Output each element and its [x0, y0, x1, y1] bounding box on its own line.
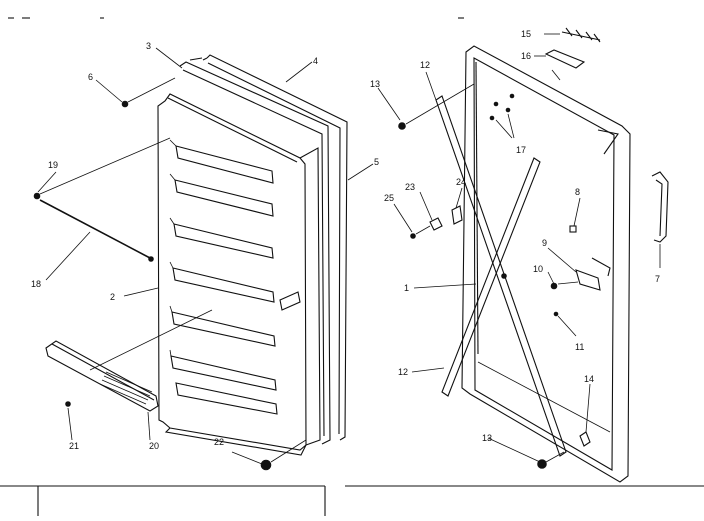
- callout-25: 25: [384, 193, 394, 203]
- callout-5: 5: [374, 157, 379, 167]
- brace-part-12: [435, 95, 567, 457]
- callout-11: 11: [575, 342, 584, 352]
- callout-15: 15: [521, 29, 531, 39]
- callout-12-bottom: 12: [398, 367, 408, 377]
- door-liner-part-3: [179, 57, 331, 445]
- callout-4: 4: [313, 56, 318, 66]
- callout-23: 23: [405, 182, 415, 192]
- bar-part-18: [39, 199, 154, 262]
- outer-door-part-1: [461, 45, 631, 483]
- clip-part-8: [569, 225, 577, 233]
- nut-part-22: [260, 439, 307, 471]
- leader-lines: [37, 33, 661, 465]
- callout-13-bottom: 13: [482, 433, 492, 443]
- callout-17: 17: [516, 145, 526, 155]
- callout-2: 2: [110, 292, 115, 302]
- callout-18: 18: [31, 279, 41, 289]
- callout-3: 3: [146, 41, 151, 51]
- screws-part-17: [489, 93, 515, 139]
- callout-21: 21: [69, 441, 79, 451]
- callout-labels: 1 2 3 4 5 6 7 8 9 10 11 12 12 13 13 14 1…: [31, 29, 660, 451]
- callout-1: 1: [404, 283, 409, 293]
- callout-10: 10: [533, 264, 543, 274]
- lock-parts-23-24-25: [410, 205, 463, 239]
- screw-part-13-bottom: [537, 451, 565, 469]
- clip-part-14: [579, 431, 591, 447]
- screw-part-21: [65, 401, 71, 407]
- callout-22: 22: [214, 437, 224, 447]
- callout-12-top: 12: [420, 60, 430, 70]
- handle-part-7: [651, 171, 669, 243]
- callout-8: 8: [575, 187, 580, 197]
- latch-parts-9-10-11: [550, 257, 611, 317]
- screw-part-19: [33, 137, 171, 200]
- bottom-border: [0, 485, 704, 516]
- callout-6: 6: [88, 72, 93, 82]
- callout-13-top: 13: [370, 79, 380, 89]
- callout-20: 20: [149, 441, 159, 451]
- hinge-pin-part-15: [561, 27, 601, 43]
- callout-24: 24: [456, 177, 466, 187]
- screw-part-6: [121, 77, 176, 108]
- callout-9: 9: [542, 238, 547, 248]
- door-gasket-part-4: [202, 54, 348, 441]
- callout-14: 14: [584, 374, 594, 384]
- callout-19: 19: [48, 160, 58, 170]
- hinge-bracket-part-16: [544, 49, 586, 81]
- screw-part-13-top: [398, 83, 475, 130]
- callout-7: 7: [655, 274, 660, 284]
- callout-16: 16: [521, 51, 531, 61]
- toe-grille-part-20: [45, 309, 213, 412]
- inner-door-part-2: [157, 93, 321, 456]
